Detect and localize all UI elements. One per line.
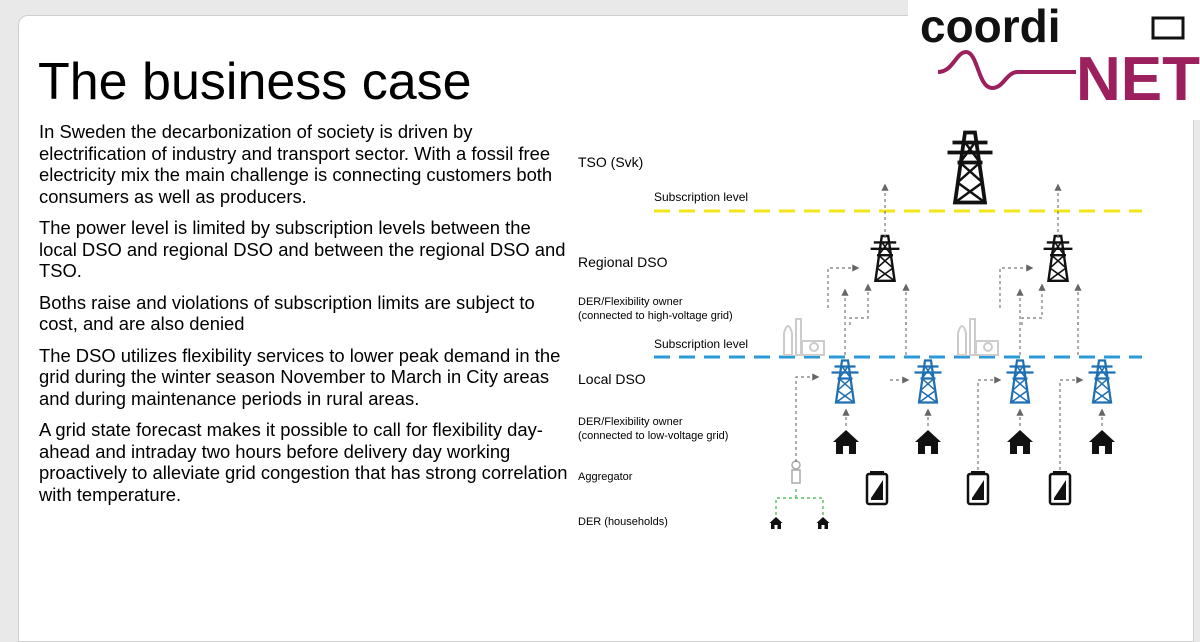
flow-arrow — [1059, 376, 1084, 470]
paragraph-5: A grid state forecast makes it possible … — [39, 419, 568, 505]
flow-arrow — [827, 264, 860, 308]
regional-tower-icon — [869, 234, 901, 282]
label-der-low-2: (connected to low-voltage grid) — [578, 430, 728, 442]
battery-icon — [1048, 469, 1072, 506]
label-aggregator: Aggregator — [578, 471, 633, 483]
small-house-icon — [816, 517, 830, 529]
power-plant-icon — [957, 318, 999, 356]
flow-arrow — [999, 264, 1034, 308]
body-text: In Sweden the decarbonization of society… — [39, 121, 569, 515]
paragraph-1: In Sweden the decarbonization of society… — [39, 121, 553, 207]
label-local-dso: Local DSO — [578, 371, 646, 387]
house-icon — [1089, 430, 1115, 454]
logo-coordi-text: coordi — [920, 0, 1061, 52]
label-tso: TSO (Svk) — [578, 154, 643, 170]
small-house-icon — [769, 517, 783, 529]
paragraph-3: Boths raise and violations of subscripti… — [39, 291, 535, 335]
flow-arrow — [795, 373, 820, 462]
label-subscription-upper: Subscription level — [654, 190, 748, 204]
grid-diagram: TSO (Svk) Subscription level Regional DS… — [578, 130, 1142, 529]
aggregator-person-icon — [791, 460, 801, 484]
regional-tower-icon — [1042, 234, 1074, 282]
local-tower-icon — [1005, 359, 1035, 404]
logo-net-text: NET — [1076, 45, 1200, 114]
label-regional-dso: Regional DSO — [578, 254, 668, 270]
label-der-low-1: DER/Flexibility owner — [578, 416, 683, 428]
house-icon — [1007, 430, 1033, 454]
label-der-high-1: DER/Flexibility owner — [578, 296, 683, 308]
label-der-households: DER (households) — [578, 516, 668, 528]
tso-tower-icon — [945, 130, 995, 205]
flow-arrow — [1021, 283, 1046, 325]
paragraph-4: The DSO utilizes flexibility services to… — [39, 344, 561, 409]
flow-arrow — [849, 283, 872, 325]
logo-wave-icon — [937, 49, 1076, 91]
flow-arrow — [977, 376, 1002, 470]
page-title: The business case — [38, 53, 472, 111]
label-der-high-2: (connected to high-voltage grid) — [578, 310, 733, 322]
local-tower-icon — [913, 359, 943, 404]
house-icon — [915, 430, 941, 454]
logo-plug-icon — [1151, 16, 1185, 40]
paragraph-2: The power level is limited by subscripti… — [39, 217, 566, 281]
coordinet-logo: coordi NET — [908, 0, 1200, 120]
label-subscription-lower: Subscription level — [654, 337, 748, 351]
local-tower-icon — [830, 359, 860, 404]
aggregator-link — [775, 486, 824, 515]
battery-icon — [865, 469, 889, 506]
power-plant-icon — [783, 318, 825, 356]
local-tower-icon — [1087, 359, 1117, 404]
house-icon — [833, 430, 859, 454]
battery-icon — [966, 469, 990, 506]
